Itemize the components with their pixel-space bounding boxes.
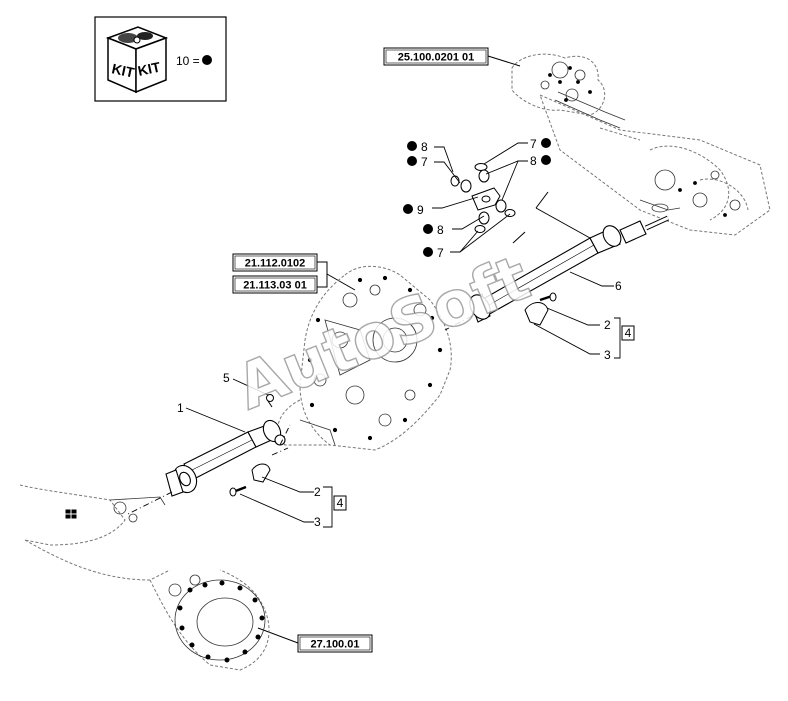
svg-text:7: 7 [421, 155, 428, 169]
callout-1: 1 [177, 401, 184, 415]
ref-box-25-100[interactable]: 25.100.0201 01 [383, 47, 489, 66]
plug-item-5 [266, 394, 274, 408]
kit-legend: KIT KIT 10 = [94, 16, 227, 102]
front-axle-bolts [548, 66, 727, 217]
kit-legend-label: 10 = [176, 54, 200, 68]
kit-callout-9: 9 [403, 203, 424, 217]
transmission-details [299, 284, 427, 446]
leader-line [326, 273, 356, 291]
kit-callout-7-left: 7 [407, 155, 428, 169]
svg-text:9: 9 [417, 203, 424, 217]
connection-lines [127, 315, 473, 515]
svg-text:4: 4 [625, 326, 632, 340]
callout-4-upper: 4 [621, 325, 635, 341]
svg-text:4: 4 [337, 496, 344, 510]
kit-bullet-icon [423, 247, 433, 257]
kit-callout-8-lower: 8 [423, 223, 444, 237]
clamp-bolt-lower [229, 463, 271, 497]
kit-bullet-icon [407, 156, 417, 166]
kit-bullet-icon [403, 204, 413, 214]
kit-bullet-icon [541, 155, 551, 165]
transmission-bolts [307, 275, 443, 441]
callout-leaders [185, 142, 621, 528]
ref-label: 21.113.03 01 [243, 280, 307, 292]
svg-text:7: 7 [437, 246, 444, 260]
svg-text:8: 8 [437, 223, 444, 237]
callout-4-lower: 4 [333, 495, 347, 511]
clamp-bolt-upper [524, 292, 557, 326]
rear-propshaft [165, 419, 286, 497]
kit-bullet-icon [541, 138, 551, 148]
ref-box-27-100[interactable]: 27.100.01 [297, 634, 373, 653]
kit-icon: KIT KIT [105, 26, 169, 94]
front-axle-drawing [511, 53, 771, 236]
front-axle-details [540, 61, 741, 213]
bracket [317, 261, 328, 288]
kit-word-right: KIT [136, 59, 162, 79]
callout-5: 5 [223, 371, 230, 385]
rear-axle-details [109, 496, 266, 661]
ref-label: 25.100.0201 01 [398, 52, 474, 64]
kit-bullet-icon [202, 55, 212, 65]
kit-bullet-icon [407, 141, 417, 151]
explode-lines [512, 191, 591, 244]
kit-callout-7-right: 7 [530, 137, 551, 151]
kit-callout-8-right: 8 [530, 154, 551, 168]
ref-box-21-112[interactable]: 21.112.0102 [232, 253, 318, 272]
kit-callout-8-top-left: 8 [407, 140, 428, 154]
rear-axle-drawing [19, 484, 270, 671]
rear-axle-bolts [65, 509, 265, 663]
svg-text:8: 8 [530, 154, 537, 168]
kit-callout-7-lower: 7 [423, 246, 444, 260]
svg-text:8: 8 [421, 140, 428, 154]
kit-bullet-icon [423, 224, 433, 234]
ujoint-parts [450, 163, 516, 233]
leader-line [487, 55, 521, 67]
ref-box-21-113[interactable]: 21.113.03 01 [232, 275, 318, 294]
transmission-drawing [277, 265, 452, 451]
callout-2-lower: 2 [314, 485, 321, 499]
leader-line [257, 627, 299, 644]
kit-word-left: KIT [110, 60, 136, 80]
callout-3-lower: 3 [314, 515, 321, 529]
callout-3-upper: 3 [604, 348, 611, 362]
front-propshaft [469, 215, 670, 323]
callout-6: 6 [615, 279, 622, 293]
ref-label: 21.112.0102 [245, 258, 306, 270]
ref-label: 27.100.01 [311, 639, 360, 651]
svg-text:7: 7 [530, 137, 537, 151]
callout-2-upper: 2 [604, 318, 611, 332]
